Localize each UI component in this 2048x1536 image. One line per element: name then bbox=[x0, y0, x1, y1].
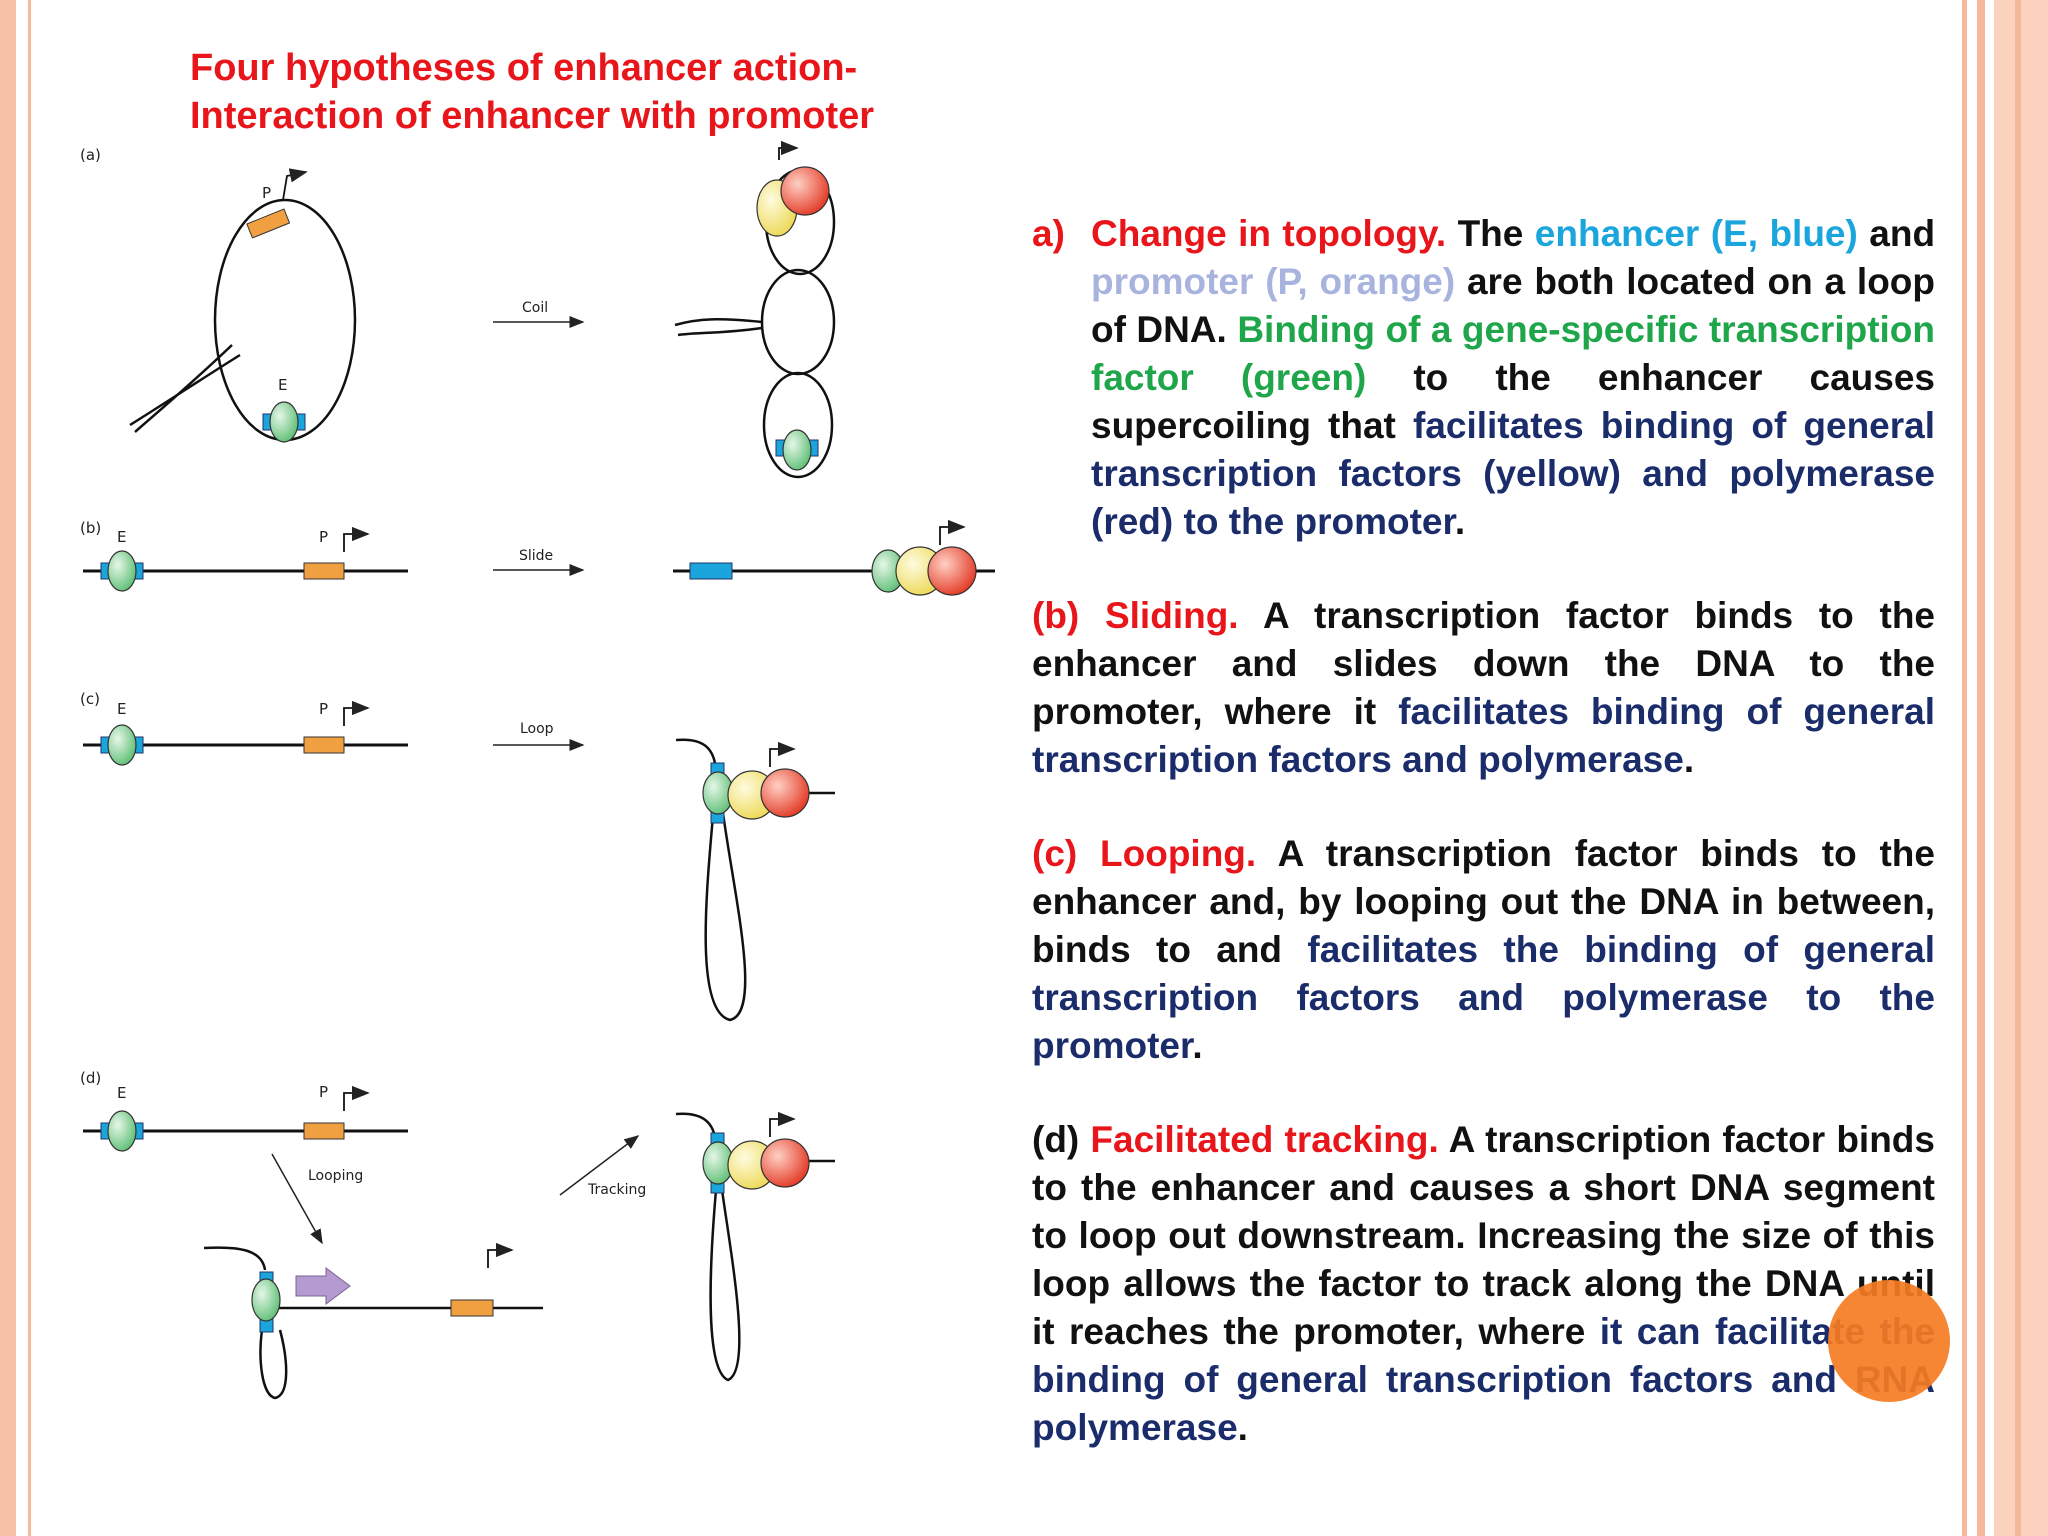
paragraph-d-heading: Facilitated tracking. bbox=[1090, 1119, 1439, 1160]
transcription-start-arrow-icon bbox=[282, 168, 308, 201]
enhancer-box bbox=[689, 562, 733, 580]
paragraph-d-text: A transcription factor binds to the enha… bbox=[1032, 1119, 1935, 1352]
promoter-box bbox=[303, 562, 345, 580]
panel-d-result bbox=[675, 1111, 835, 1382]
paragraph-a-highlight: facilitates binding of general transcrip… bbox=[1091, 405, 1936, 542]
paragraph-a-marker: a) bbox=[1032, 213, 1065, 254]
slide-right-border-stripe bbox=[2015, 0, 2021, 1536]
enhancer-label: E bbox=[117, 1084, 126, 1102]
paragraph-d-period: . bbox=[1237, 1407, 1248, 1448]
paragraph-a-text: to the enhancer causes supercoiling that bbox=[1091, 357, 1936, 446]
panel-c-looped-dna bbox=[675, 738, 835, 1022]
paragraph-a-period: . bbox=[1454, 501, 1466, 542]
transcription-start-arrow-icon bbox=[343, 1085, 370, 1111]
tracking-label: Tracking bbox=[587, 1182, 646, 1198]
promoter-box bbox=[303, 736, 345, 754]
paragraph-a-enhancer-term: enhancer (E, blue) bbox=[1534, 213, 1858, 254]
paragraph-a-text: and bbox=[1869, 213, 1936, 254]
transcription-start-arrow-icon bbox=[769, 1111, 796, 1137]
transcription-start-arrow-icon bbox=[343, 526, 370, 552]
gene-specific-factor bbox=[269, 401, 299, 443]
gene-specific-factor bbox=[107, 724, 137, 766]
paragraph-c-text: A transcription factor binds to the enha… bbox=[1032, 833, 1935, 970]
paragraph-a-promoter-term: promoter (P, orange) bbox=[1091, 261, 1456, 302]
coil-label: Coil bbox=[522, 300, 548, 316]
gene-specific-factor bbox=[782, 429, 812, 471]
transcription-start-arrow-icon bbox=[769, 741, 796, 767]
gene-specific-factor bbox=[107, 550, 137, 592]
looping-label: Looping bbox=[308, 1168, 363, 1184]
figure-title-line-1: Four hypotheses of enhancer action- bbox=[190, 47, 858, 89]
transcription-start-arrow-icon bbox=[939, 519, 966, 545]
slide-right-rule bbox=[1977, 0, 1985, 1536]
panel-a-dna-loop: P E bbox=[129, 168, 357, 443]
slide-decoration-circle bbox=[1828, 1280, 1950, 1402]
paragraph-c: (c) Looping. A transcription factor bind… bbox=[1032, 830, 1935, 1070]
paragraph-c-period: . bbox=[1192, 1025, 1203, 1066]
promoter-box bbox=[450, 1299, 494, 1317]
promoter-box bbox=[303, 1122, 345, 1140]
transcription-start-arrow-icon bbox=[778, 140, 799, 160]
paragraph-c-highlight: facilitates the binding of general trans… bbox=[1032, 929, 1935, 1066]
promoter-label: P bbox=[319, 1083, 328, 1101]
figure-title: Four hypotheses of enhancer action- Inte… bbox=[190, 44, 874, 140]
paragraph-a-factor-term: Binding of a gene-specific transcription… bbox=[1091, 309, 1936, 398]
tracking-arrow-icon bbox=[559, 1135, 640, 1196]
looping-arrow-icon bbox=[271, 1153, 323, 1245]
promoter-label: P bbox=[262, 184, 271, 202]
loop-label: Loop bbox=[520, 721, 554, 737]
slide-left-border bbox=[0, 0, 16, 1536]
panel-label-b: (b) bbox=[80, 519, 101, 537]
transcription-start-arrow-icon bbox=[343, 700, 370, 726]
enhancer-label: E bbox=[117, 528, 126, 546]
paragraph-a-heading: Change in topology. bbox=[1091, 213, 1447, 254]
gene-specific-factor bbox=[251, 1278, 281, 1322]
paragraph-b-text: A transcription factor binds to the enha… bbox=[1032, 595, 1936, 732]
paragraph-b-heading: (b) Sliding. bbox=[1032, 595, 1239, 636]
paragraph-d-marker: (d) bbox=[1032, 1119, 1080, 1160]
paragraph-b-period: . bbox=[1683, 739, 1695, 780]
enhancer-hypotheses-diagram: (a) (b) (c) (d) P E Coil bbox=[80, 140, 995, 1400]
slide-label: Slide bbox=[519, 548, 553, 564]
panel-label-d: (d) bbox=[80, 1069, 101, 1087]
paragraph-a: a) Change in topology. The enhancer (E, … bbox=[1032, 210, 1935, 546]
slide-right-border bbox=[1994, 0, 2048, 1536]
paragraph-a-body: Change in topology. The enhancer (E, blu… bbox=[1091, 210, 1935, 546]
panel-a-supercoiled-dna bbox=[674, 140, 836, 479]
paragraph-d: (d) Facilitated tracking. A transcriptio… bbox=[1032, 1116, 1935, 1452]
slide-left-rule bbox=[28, 0, 31, 1536]
gene-specific-factor bbox=[107, 1110, 137, 1152]
figure-title-line-2: Interaction of enhancer with promoter bbox=[190, 95, 875, 137]
promoter-label: P bbox=[319, 528, 328, 546]
slide-right-rule bbox=[1962, 0, 1967, 1536]
paragraph-c-heading: (c) Looping. bbox=[1032, 833, 1257, 874]
enhancer-label: E bbox=[278, 376, 287, 394]
transcription-start-arrow-icon bbox=[487, 1242, 514, 1268]
rna-polymerase bbox=[760, 768, 810, 818]
paragraph-a-text: The bbox=[1457, 213, 1524, 254]
paragraph-b-highlight: facilitates binding of general transcrip… bbox=[1032, 691, 1936, 780]
paragraph-a-text: are both located on a loop of DNA. bbox=[1091, 261, 1935, 350]
panel-d-linear-dna: E P bbox=[83, 1083, 408, 1152]
panel-c-linear-dna: E P bbox=[83, 700, 408, 766]
paragraph-b: (b) Sliding. A transcription factor bind… bbox=[1032, 592, 1935, 784]
panel-b-result bbox=[673, 519, 995, 596]
panel-label-a: (a) bbox=[80, 146, 101, 164]
rna-polymerase bbox=[927, 546, 977, 596]
rna-polymerase bbox=[760, 1138, 810, 1188]
rna-polymerase bbox=[780, 166, 830, 216]
tracking-direction-arrow-icon bbox=[295, 1267, 351, 1305]
promoter-box bbox=[246, 208, 291, 239]
panel-d-intermediate bbox=[203, 1242, 543, 1400]
panel-label-c: (c) bbox=[80, 690, 100, 708]
promoter-label: P bbox=[319, 700, 328, 718]
enhancer-label: E bbox=[117, 700, 126, 718]
panel-b-linear-dna: E P bbox=[83, 526, 408, 592]
